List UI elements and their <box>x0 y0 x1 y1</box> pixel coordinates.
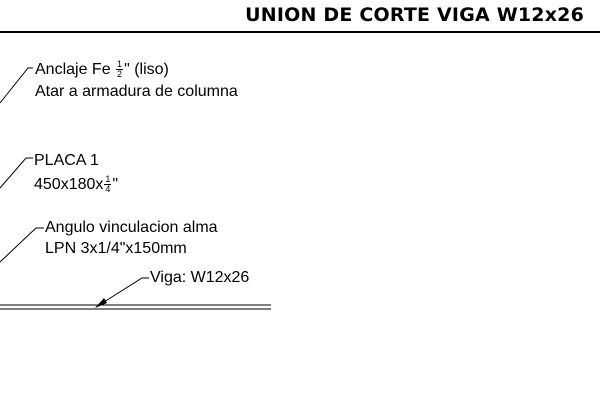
placa-frac-num: 1 <box>104 174 112 186</box>
angulo-label: Angulo vinculacion alma <box>45 219 218 236</box>
title-underline <box>0 31 600 33</box>
anclaje-text-post: " (liso) <box>124 61 169 78</box>
placa-text-post: " <box>112 176 119 193</box>
placa-leader <box>0 157 33 189</box>
placa-text-pre: 450x180x <box>34 176 104 193</box>
angulo-leader <box>0 227 44 263</box>
anclaje-note: Atar a armadura de columna <box>35 83 238 100</box>
placa-label: PLACA 1 <box>34 152 99 169</box>
anclaje-leader <box>0 67 33 104</box>
viga-label: Viga: W12x26 <box>150 269 250 286</box>
anclaje-frac-den: 2 <box>117 69 123 80</box>
angulo-spec: LPN 3x1/4"x150mm <box>45 240 187 257</box>
placa-frac-den: 4 <box>105 184 111 195</box>
anclaje-frac-num: 1 <box>116 59 124 71</box>
viga-leader <box>95 277 149 308</box>
drawing-title: UNION DE CORTE VIGA W12x26 <box>245 4 584 26</box>
anclaje-text-pre: Anclaje Fe <box>35 61 116 78</box>
viga-leader-arrowhead <box>95 298 107 308</box>
